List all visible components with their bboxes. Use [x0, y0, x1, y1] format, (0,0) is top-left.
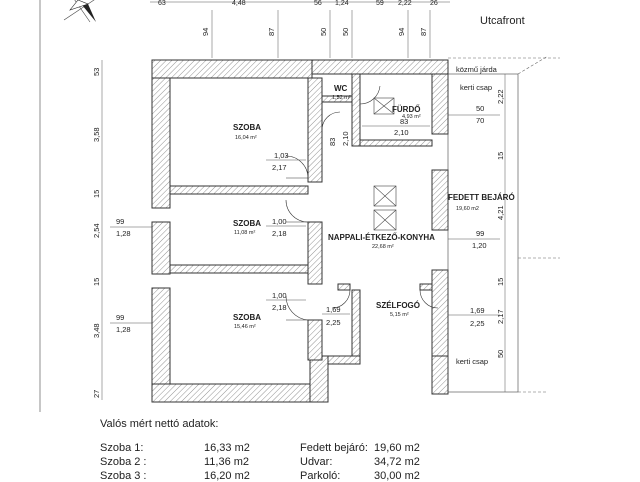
left-vdim: 15	[92, 190, 101, 198]
opening-dim: 87	[419, 28, 428, 36]
walls	[151, 59, 449, 403]
door-dim: 2,17	[272, 163, 287, 172]
top-dim: 56	[314, 0, 322, 7]
public-walkway-label: közmű járda	[456, 65, 498, 74]
compass-icon	[63, 0, 96, 23]
garden-tap-label: kerti csap	[460, 83, 492, 92]
room-area: 5,15 m²	[390, 312, 409, 318]
summary-value: 16,33 m2	[204, 442, 250, 454]
top-dim: 63	[158, 0, 166, 7]
room-area: 1,52 m²	[332, 95, 351, 101]
room-area: 16,04 m²	[235, 135, 257, 141]
opening-dim: 50	[341, 28, 350, 36]
window-dim: 99	[116, 313, 124, 322]
opening-dim: 99	[476, 229, 484, 238]
room-name: SZOBA	[233, 123, 261, 132]
right-vdim: 50	[496, 350, 505, 358]
room-area: 11,08 m²	[234, 230, 255, 236]
room-name: NAPPALI-ÉTKEZŐ-KONYHA	[328, 233, 435, 242]
summary-heading: Valós mért nettó adatok:	[100, 418, 219, 430]
door-dim: 1,00	[272, 217, 287, 226]
summary-value: 30,00 m2	[374, 470, 420, 482]
door-dim: 83	[400, 117, 408, 126]
left-vdim: 3,58	[92, 127, 101, 142]
right-vdim: 2,17	[496, 309, 505, 324]
top-dim: 2,22	[398, 0, 412, 7]
door-dim: 2,25	[326, 318, 341, 327]
opening-dim: 50	[476, 104, 484, 113]
window-dim: 1,28	[116, 229, 131, 238]
summary-label: Szoba 2 :	[100, 456, 147, 468]
door-dim: 2,18	[272, 303, 287, 312]
right-dimension-chain: 2,22 15 4,21 15 2,17 50	[496, 74, 506, 392]
room-area: 19,60 m2	[456, 206, 479, 212]
right-vdim: 15	[496, 278, 505, 286]
street-label: Utcafront	[480, 15, 525, 27]
room-name: SZOBA	[233, 313, 261, 322]
door-dim: 2,10	[341, 131, 350, 146]
room-name: SZÉLFOGÓ	[376, 301, 420, 310]
floor-plan: 63 4,48 56 1,24 59 2,22 26 Utcafront 94 …	[39, 0, 560, 412]
room-area: 15,46 m²	[234, 324, 256, 330]
room-area: 22,68 m²	[372, 244, 394, 250]
opening-dim: 94	[201, 28, 210, 36]
left-vdim: 27	[92, 390, 101, 398]
opening-dim: 70	[476, 116, 484, 125]
door-swings	[285, 85, 439, 321]
area-summary-table: Valós mért nettó adatok: Szoba 1: 16,33 …	[0, 412, 640, 482]
window-dim: 99	[116, 217, 124, 226]
opening-dim: 94	[397, 28, 406, 36]
right-vdim: 15	[496, 152, 505, 160]
summary-value: 11,36 m2	[204, 456, 250, 468]
top-dim: 1,24	[335, 0, 349, 7]
room-name: FEDETT BEJÁRÓ	[448, 193, 515, 202]
right-vdim: 2,22	[496, 89, 505, 104]
door-dim: 2,18	[272, 229, 287, 238]
summary-label: Szoba 1:	[100, 442, 144, 454]
room-name: SZOBA	[233, 219, 261, 228]
door-dim: 2,10	[394, 128, 409, 137]
door-dim: 1,69	[326, 305, 341, 314]
left-vdim: 2,54	[92, 223, 101, 238]
room-area: 4,93 m²	[402, 114, 421, 120]
room-name: FÜRDŐ	[392, 105, 420, 114]
top-dim: 59	[376, 0, 384, 7]
right-vdim: 4,21	[496, 205, 505, 220]
summary-label: Parkoló:	[300, 470, 341, 482]
left-vdim: 53	[92, 68, 101, 76]
opening-dimensions: 94 87 50 50 94 87	[201, 10, 431, 58]
opening-dim: 50	[319, 28, 328, 36]
top-dimension-chain: 63 4,48 56 1,24 59 2,22 26	[150, 0, 450, 7]
left-vdim: 3,48	[92, 323, 101, 338]
top-dim: 26	[430, 0, 438, 7]
garden-tap-label: kerti csap	[456, 357, 488, 366]
summary-label: Szoba 3 :	[100, 470, 147, 482]
opening-dim: 87	[267, 28, 276, 36]
summary-value: 34,72 m2	[374, 456, 420, 468]
door-dim: 83	[328, 138, 337, 146]
room-name: WC	[334, 84, 348, 93]
left-vdim: 15	[92, 278, 101, 286]
window-dim: 1,28	[116, 325, 131, 334]
opening-dim: 1,69	[470, 306, 485, 315]
opening-dim: 1,20	[472, 241, 487, 250]
opening-dim: 2,25	[470, 319, 485, 328]
left-dimension-chain: 53 3,58 15 2,54 15 3,48 27	[92, 60, 103, 400]
summary-label: Udvar:	[300, 456, 333, 468]
covered-entrance-outline	[447, 55, 560, 393]
skylight-markers	[373, 97, 397, 231]
summary-value: 16,20 m2	[204, 470, 250, 482]
door-dim: 1,03	[274, 151, 289, 160]
summary-label: Fedett bejáró:	[300, 442, 368, 454]
door-dim: 1,00	[272, 291, 287, 300]
top-dim: 4,48	[232, 0, 246, 7]
summary-value: 19,60 m2	[374, 442, 420, 454]
